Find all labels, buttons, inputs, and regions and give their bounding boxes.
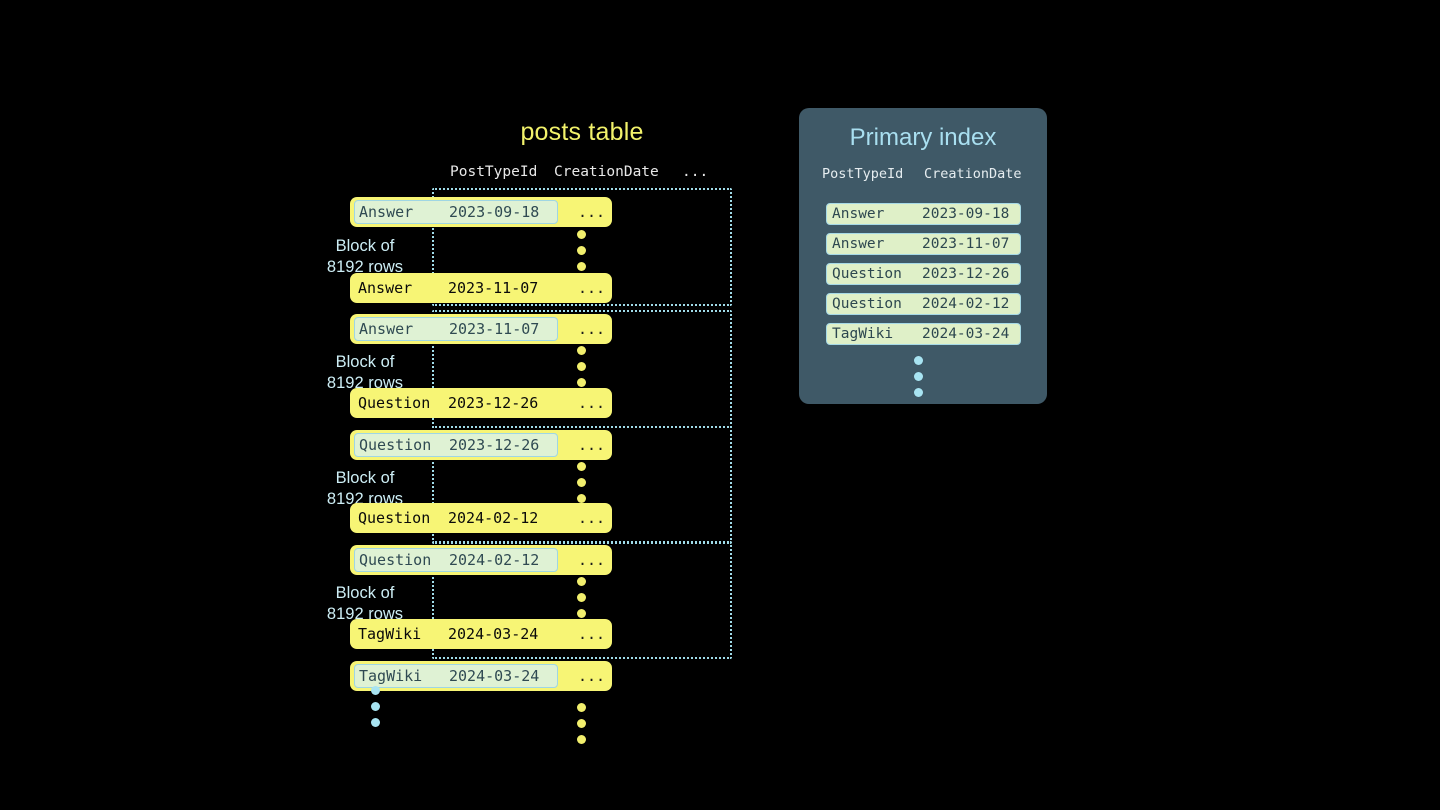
table-row[interactable]: Question 2024-02-12 ... (350, 503, 612, 533)
block-frame (432, 541, 732, 659)
cell-posttypeid: Question (358, 394, 431, 412)
cell-ellipsis: ... (578, 509, 606, 527)
row-highlight-box (354, 664, 558, 688)
row-highlight-box (354, 433, 558, 457)
index-row[interactable]: Answer 2023-09-18 (826, 203, 1021, 225)
block-frame (432, 426, 732, 544)
table-row[interactable]: Question 2023-12-26 ... (350, 430, 612, 460)
cell-posttypeid: Answer (832, 206, 885, 222)
column-header-posttypeid: PostTypeId (450, 164, 538, 180)
cell-posttypeid: TagWiki (832, 326, 894, 342)
cell-posttypeid: TagWiki (358, 625, 422, 643)
cell-ellipsis: ... (578, 551, 606, 569)
cell-creationdate: 2024-02-12 (448, 509, 539, 527)
column-header-creationdate: CreationDate (924, 166, 1022, 182)
block-label-line2: 8192 rows (326, 258, 404, 276)
cell-creationdate: 2024-02-12 (922, 296, 1010, 312)
vertical-ellipsis-dots (577, 462, 586, 503)
cell-ellipsis: ... (578, 436, 606, 454)
cell-posttypeid: TagWiki (359, 667, 423, 685)
cell-posttypeid: Question (358, 509, 431, 527)
cell-posttypeid: Question (832, 266, 902, 282)
cell-creationdate: 2023-09-18 (449, 203, 540, 221)
table-continuation-dots (371, 686, 380, 727)
cell-posttypeid: Answer (359, 203, 414, 221)
index-row[interactable]: Question 2023-12-26 (826, 263, 1021, 285)
block-label: Block of 8192 rows (300, 352, 430, 394)
block-label-line1: Block of (335, 237, 395, 255)
row-highlight-box (354, 548, 558, 572)
cell-posttypeid: Answer (358, 279, 413, 297)
vertical-ellipsis-dots (577, 703, 586, 744)
table-row[interactable]: Answer 2023-11-07 ... (350, 314, 612, 344)
posts-table-title: posts table (520, 118, 644, 146)
cell-creationdate: 2023-11-07 (449, 320, 540, 338)
cell-creationdate: 2024-03-24 (449, 667, 540, 685)
posts-table-group: posts table PostTypeId CreationDate ... … (327, 118, 750, 744)
cell-creationdate: 2024-03-24 (448, 625, 539, 643)
cell-creationdate: 2023-09-18 (922, 206, 1010, 222)
cell-creationdate: 2023-11-07 (448, 279, 539, 297)
cell-creationdate: 2023-11-07 (922, 236, 1010, 252)
table-row[interactable]: TagWiki 2024-03-24 ... (350, 619, 612, 649)
vertical-ellipsis-dots (577, 230, 586, 271)
primary-index-panel: Primary index PostTypeId CreationDate An… (799, 108, 1047, 404)
column-header-creationdate: CreationDate (554, 164, 659, 180)
block-label-line2: 8192 rows (326, 374, 404, 392)
block-frame (432, 188, 732, 306)
block-label: Block of 8192 rows (300, 583, 430, 625)
cell-posttypeid: Question (359, 551, 432, 569)
column-header-posttypeid: PostTypeId (822, 166, 904, 182)
cell-creationdate: 2023-12-26 (449, 436, 540, 454)
cell-creationdate: 2024-02-12 (449, 551, 540, 569)
posts-table-column-headers: PostTypeId CreationDate ... (432, 164, 732, 184)
cell-ellipsis: ... (578, 320, 606, 338)
block-label-line1: Block of (335, 469, 395, 487)
cell-creationdate: 2024-03-24 (922, 326, 1010, 342)
row-highlight-box (354, 200, 558, 224)
table-row[interactable]: Question 2023-12-26 ... (350, 388, 612, 418)
index-row[interactable]: Answer 2023-11-07 (826, 233, 1021, 255)
cell-posttypeid: Question (359, 436, 432, 454)
table-row[interactable]: Answer 2023-09-18 ... (350, 197, 612, 227)
cell-ellipsis: ... (578, 203, 606, 221)
cell-creationdate: 2023-12-26 (448, 394, 539, 412)
cell-creationdate: 2023-12-26 (922, 266, 1010, 282)
cell-ellipsis: ... (578, 279, 606, 297)
cell-posttypeid: Answer (832, 236, 885, 252)
block-label: Block of 8192 rows (300, 236, 430, 278)
table-row[interactable]: Question 2024-02-12 ... (350, 545, 612, 575)
vertical-ellipsis-dots (577, 346, 586, 387)
primary-index-title: Primary index (849, 124, 997, 151)
index-row[interactable]: TagWiki 2024-03-24 (826, 323, 1021, 345)
primary-index-column-headers: PostTypeId CreationDate (799, 166, 1047, 186)
block-label-line1: Block of (335, 584, 395, 602)
row-highlight-box (354, 317, 558, 341)
table-row[interactable]: TagWiki 2024-03-24 ... (350, 661, 612, 691)
cell-posttypeid: Question (832, 296, 902, 312)
cell-ellipsis: ... (578, 667, 606, 685)
cell-ellipsis: ... (578, 394, 606, 412)
vertical-ellipsis-dots (577, 577, 586, 618)
block-label-line2: 8192 rows (326, 605, 404, 623)
block-label-line1: Block of (335, 353, 395, 371)
cell-ellipsis: ... (578, 625, 606, 643)
table-row[interactable]: Answer 2023-11-07 ... (350, 273, 612, 303)
index-row[interactable]: Question 2024-02-12 (826, 293, 1021, 315)
index-continuation-dots (914, 356, 923, 397)
column-header-ellipsis: ... (682, 164, 709, 180)
cell-posttypeid: Answer (359, 320, 414, 338)
